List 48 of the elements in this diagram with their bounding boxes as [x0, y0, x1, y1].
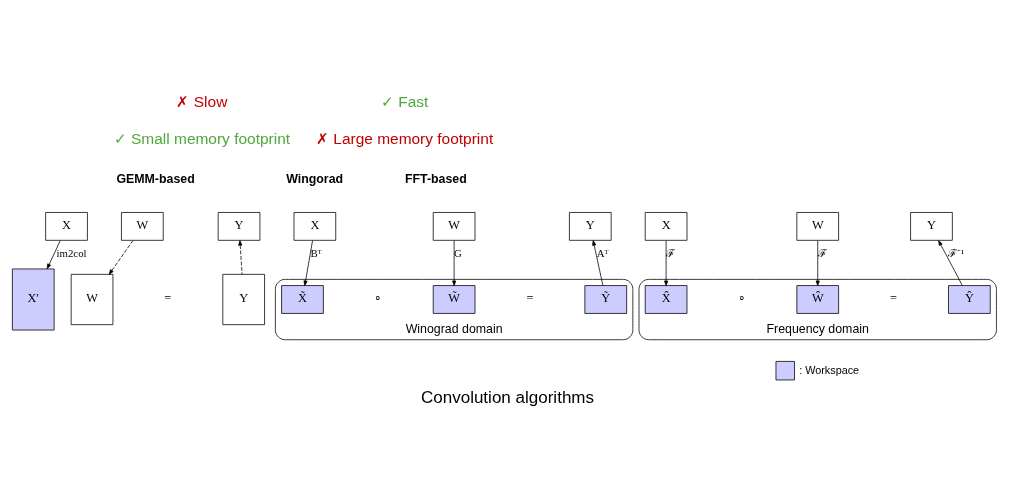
node-box: X̃ — [281, 284, 324, 314]
edge-label: ℱ — [817, 246, 827, 259]
label: FFT-based — [404, 171, 467, 186]
arrow — [452, 239, 457, 286]
node-box: W — [121, 211, 164, 241]
node-box: Ŷ — [948, 284, 991, 314]
label: GEMM-based — [116, 171, 195, 186]
arrow — [664, 239, 669, 286]
label: ✗ Slow — [176, 92, 228, 110]
arrow — [238, 239, 243, 275]
node-box: Ỹ — [584, 284, 628, 314]
label: = — [890, 290, 898, 305]
label: Wingorad — [286, 171, 344, 186]
arrow — [108, 239, 134, 275]
label: ✓ Fast — [380, 92, 429, 110]
node-box: X — [293, 211, 337, 241]
arrow — [938, 239, 963, 286]
label: ∘ — [737, 290, 746, 305]
arrow — [46, 239, 61, 269]
node-box: Y — [222, 273, 265, 325]
node-box: Y — [910, 211, 953, 241]
edge-label: ℱ — [666, 246, 676, 259]
node-box: X̂ — [644, 284, 688, 314]
edge-label: im2col — [56, 246, 87, 259]
edge-label: ℱ⁻¹ — [948, 246, 965, 259]
label: = — [164, 290, 172, 305]
label: ∘ — [374, 290, 383, 305]
legend-label: : Workspace — [799, 363, 860, 376]
edge-label: G — [454, 246, 462, 259]
node-box: W — [796, 211, 839, 241]
node-box: Ŵ — [796, 284, 839, 314]
label: ✓ Small memory footprint — [113, 129, 291, 147]
node-box: Y — [569, 211, 612, 241]
node-box: Y — [217, 211, 261, 241]
node-box: X′ — [11, 268, 55, 330]
node-box: X — [644, 211, 688, 241]
caption: Convolution algorithms — [420, 387, 595, 407]
arrow — [815, 239, 820, 286]
label: ✗ Large memory footprint — [315, 129, 494, 147]
node-box: W̃ — [432, 284, 476, 314]
edge-label: Bᵀ — [310, 246, 322, 259]
edge-label: Aᵀ — [596, 246, 609, 259]
node-box: W — [432, 211, 476, 241]
arrow — [303, 239, 313, 286]
node-box: X — [45, 211, 88, 241]
node-box: W — [70, 273, 114, 325]
arrow — [592, 239, 604, 286]
label: = — [526, 290, 534, 305]
